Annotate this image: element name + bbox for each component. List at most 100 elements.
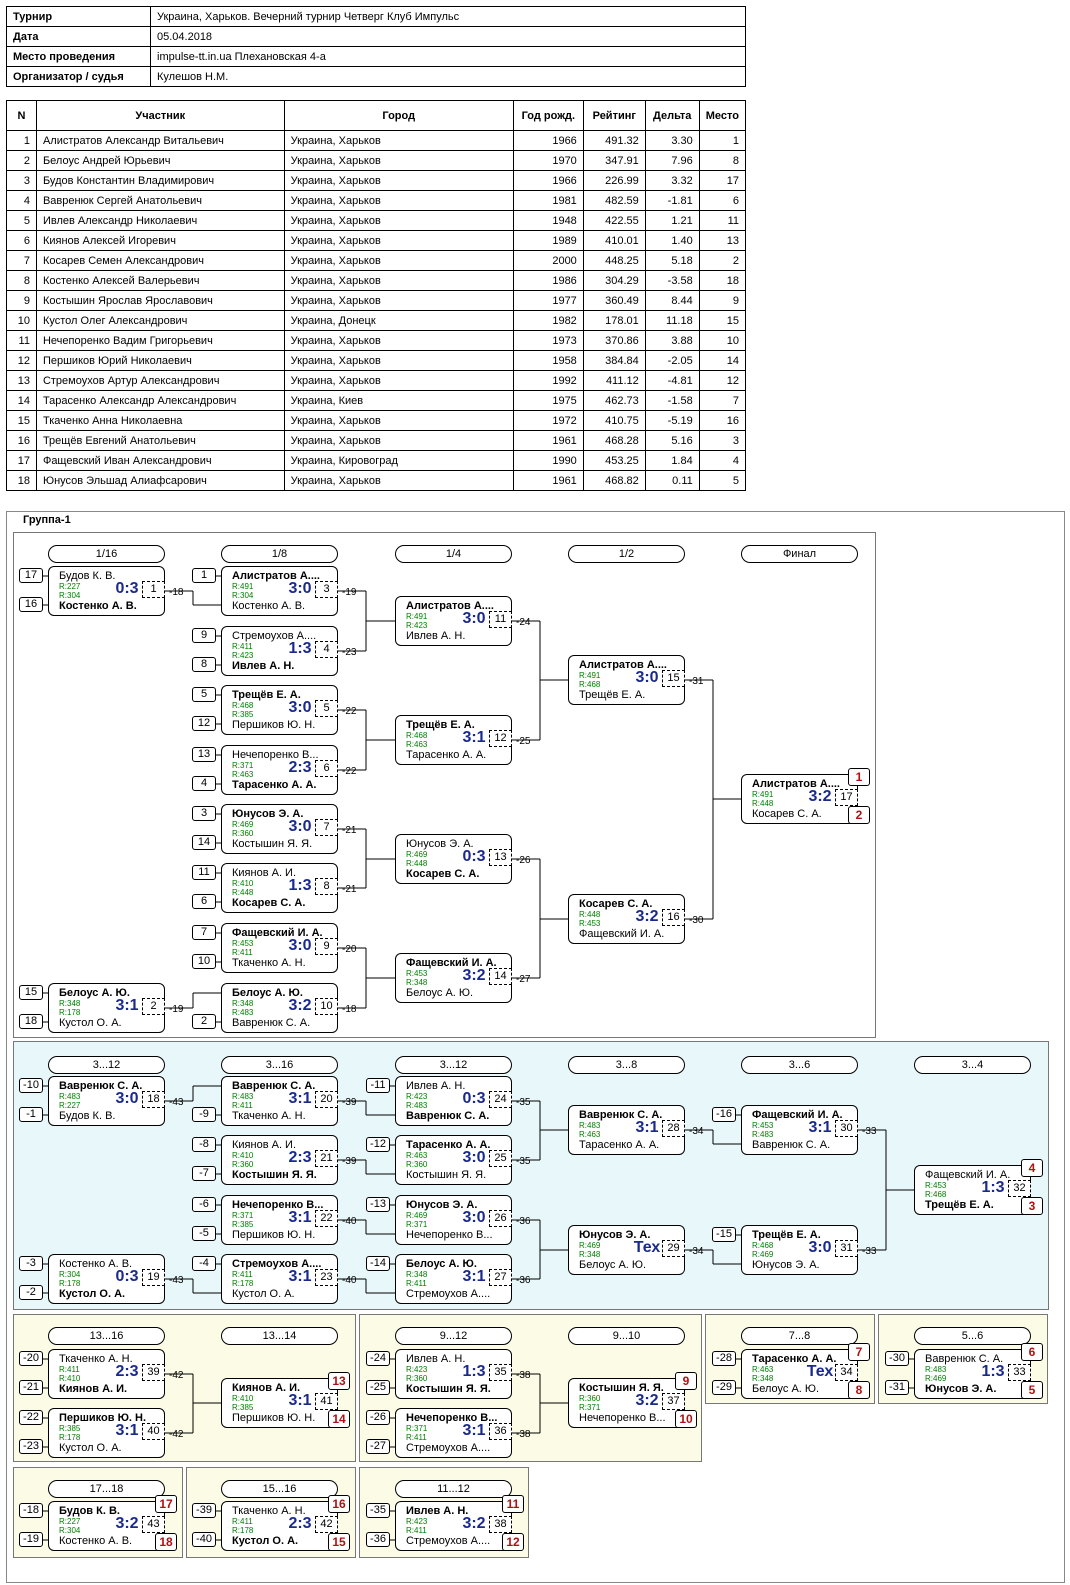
player-1-rating: R:463	[752, 1365, 774, 1374]
player-1-rating: R:483	[925, 1365, 947, 1374]
loser-destination: -42	[169, 1370, 184, 1381]
player-2-rating: R:463	[406, 740, 428, 749]
match-score: 3:0	[808, 1239, 832, 1256]
match-number: 23	[315, 1269, 338, 1286]
match-score: 3:1	[462, 1268, 486, 1285]
loser-destination: -34	[689, 1126, 704, 1137]
table-cell: Вавренюк Сергей Анатольевич	[35, 190, 285, 211]
seed-badge: -9	[192, 1107, 216, 1122]
match-score: 3:0	[288, 699, 312, 716]
match-score: 2:3	[288, 1149, 312, 1166]
seed-badge: -25	[366, 1380, 390, 1395]
player-1-rating: R:491	[232, 582, 254, 591]
round-header: 13...16	[48, 1327, 165, 1345]
loser-destination: -40	[342, 1275, 357, 1286]
col-header-1: Участник	[35, 100, 285, 131]
match-number: 26	[489, 1210, 512, 1227]
match-score: 3:0	[115, 1090, 139, 1107]
seed-badge: -14	[366, 1256, 390, 1271]
match-number: 10	[315, 998, 338, 1015]
player-1-rating: R:453	[752, 1121, 774, 1130]
table-cell: 1966	[512, 130, 584, 151]
seed-badge: -5	[192, 1226, 216, 1241]
player-2-name: Трещёв Е. А.	[925, 1199, 994, 1211]
round-header: Финал	[741, 545, 858, 563]
match-score: 3:2	[635, 908, 659, 925]
table-cell: 410.01	[582, 230, 646, 251]
match-number: 33	[1008, 1364, 1031, 1381]
place-badge: 16	[328, 1495, 350, 1513]
player-2-name: Першиков Ю. Н.	[232, 1229, 316, 1241]
player-2-rating: R:178	[59, 1433, 81, 1442]
loser-destination: -43	[169, 1275, 184, 1286]
table-cell: 1981	[512, 190, 584, 211]
match-number: 35	[489, 1364, 512, 1381]
player-2-name: Вавренюк С. А.	[752, 1139, 831, 1151]
match-number: 12	[489, 730, 512, 747]
table-cell: Костышин Ярослав Ярославович	[35, 290, 285, 311]
match-number: 4	[315, 641, 338, 658]
player-2-rating: R:348	[406, 978, 428, 987]
loser-destination: -20	[342, 944, 357, 955]
seed-badge: 11	[192, 865, 216, 880]
table-cell: 1948	[512, 210, 584, 231]
player-2-name: Стремоухов А....	[406, 1442, 491, 1454]
match-number: 39	[142, 1364, 165, 1381]
seed-badge: -15	[712, 1227, 736, 1242]
player-2-rating: R:304	[59, 1526, 81, 1535]
player-1-rating: R:491	[752, 790, 774, 799]
match-score: 3:0	[635, 669, 659, 686]
table-cell: -4.81	[644, 370, 700, 391]
table-cell: Ивлев Александр Николаевич	[35, 210, 285, 231]
player-2-rating: R:463	[232, 770, 254, 779]
loser-destination: -36	[516, 1216, 531, 1227]
seed-badge: 2	[192, 1014, 216, 1029]
